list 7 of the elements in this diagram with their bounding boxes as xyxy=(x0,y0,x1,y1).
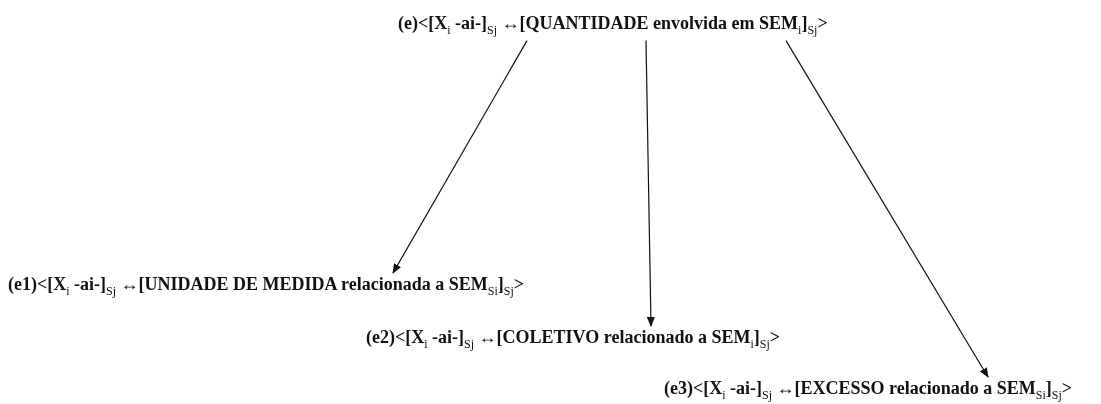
formula-text: (e2)<[X$_{i}$ -ai-]$_{Sj}$ ↔[COLETIVO relacionado a SEM$_{i}$]$_{Sj}$> xyxy=(366,326,781,355)
arrow xyxy=(785,40,989,378)
formula-text: (e1)<[X$_{i}$ -ai-]$_{Sj}$ ↔[UNIDADE DE MEDIDA relacionada a SEM$_{Si}$]$_{Sj}$> xyxy=(8,273,525,302)
arrow xyxy=(645,40,655,327)
formula-text: (e)<[X$_{i}$ -ai-]$_{Sj}$ ↔[QUANTIDADE envolvida em SEM$_{i}$]$_{Sj}$> xyxy=(398,12,828,41)
arrow xyxy=(392,40,528,274)
formula-text: (e3)<[X$_{i}$ -ai-]$_{Sj}$ ↔[EXCESSO relacionado a SEM$_{Si}$]$_{Sj}$> xyxy=(664,377,1073,404)
